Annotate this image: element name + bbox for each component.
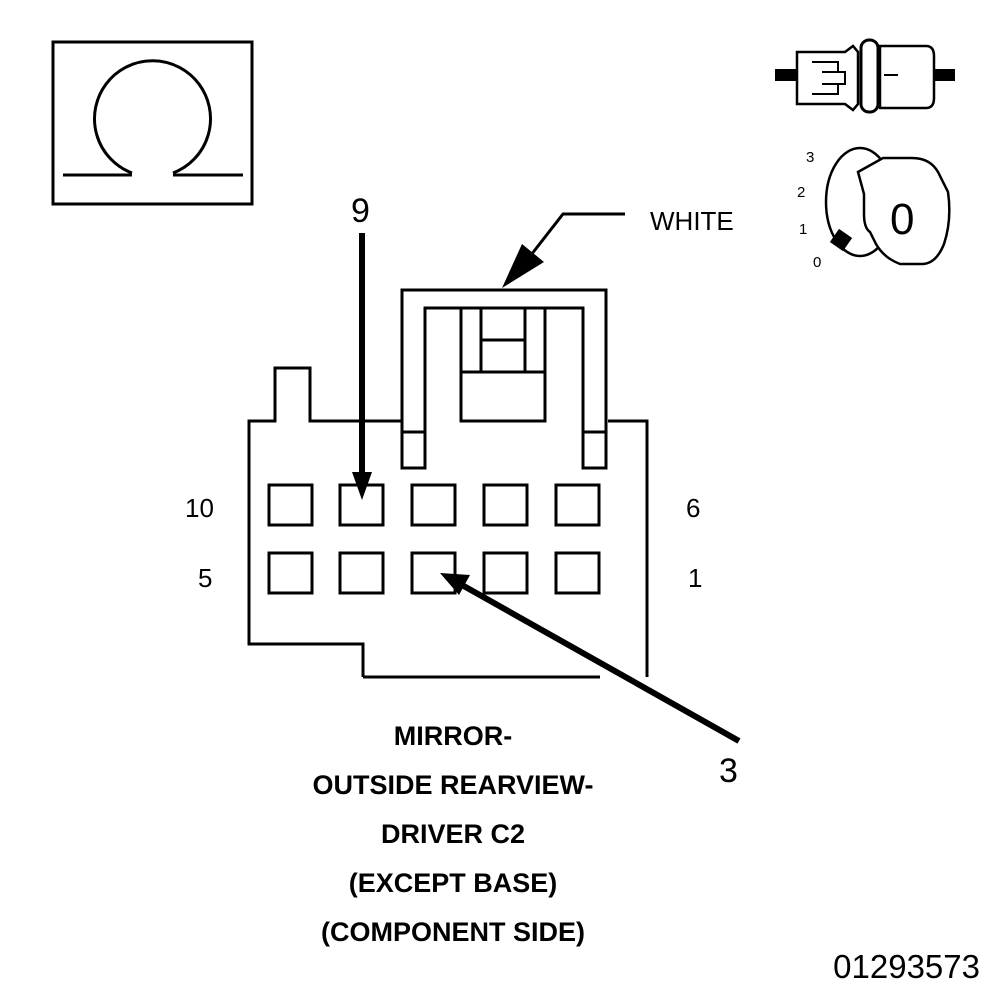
ignition-position-2: 2 [797,184,805,201]
pin-cavity-3 [410,551,457,595]
pin-label-1: 1 [688,563,702,593]
pin-cavity-4 [338,551,385,595]
ignition-key-label: 0 [890,195,914,244]
connector-housing [247,288,649,679]
pin-cavity-6 [554,483,601,527]
caption-line-1: MIRROR- [394,721,512,751]
pin-label-10: 10 [185,493,214,523]
caption-line-4: (EXCEPT BASE) [349,868,558,898]
pin-cavities [267,483,601,595]
ignition-position-0: 0 [813,254,821,271]
pin-cavity-8 [410,483,457,527]
pin-cavity-10 [267,483,314,527]
callout-pin-3-label: 3 [719,752,738,790]
caption-line-5: (COMPONENT SIDE) [321,917,585,947]
pin-cavity-2 [482,551,529,595]
callout-pin-9: 9 [351,192,372,500]
caption-line-2: OUTSIDE REARVIEW- [313,770,594,800]
callout-pin-3: 3 [440,573,741,790]
connector-caption: MIRROR- OUTSIDE REARVIEW- DRIVER C2 (EXC… [313,721,594,947]
pin-cavity-1 [554,551,601,595]
connector-disconnect-icon [775,38,955,114]
figure-id: 01293573 [833,948,980,985]
color-label: WHITE [650,206,734,236]
ignition-position-3: 3 [806,149,814,166]
callout-pin-9-label: 9 [351,192,370,230]
ignition-key-icon: 3 2 1 0 0 [797,146,951,271]
pin-cavity-5 [267,551,314,595]
pin-label-6: 6 [686,493,700,523]
caption-line-3: DRIVER C2 [381,819,525,849]
ohm-icon [51,40,254,206]
pin-label-5: 5 [198,563,212,593]
ignition-position-1: 1 [799,221,807,238]
pin-cavity-7 [482,483,529,527]
color-callout: WHITE [502,206,734,288]
